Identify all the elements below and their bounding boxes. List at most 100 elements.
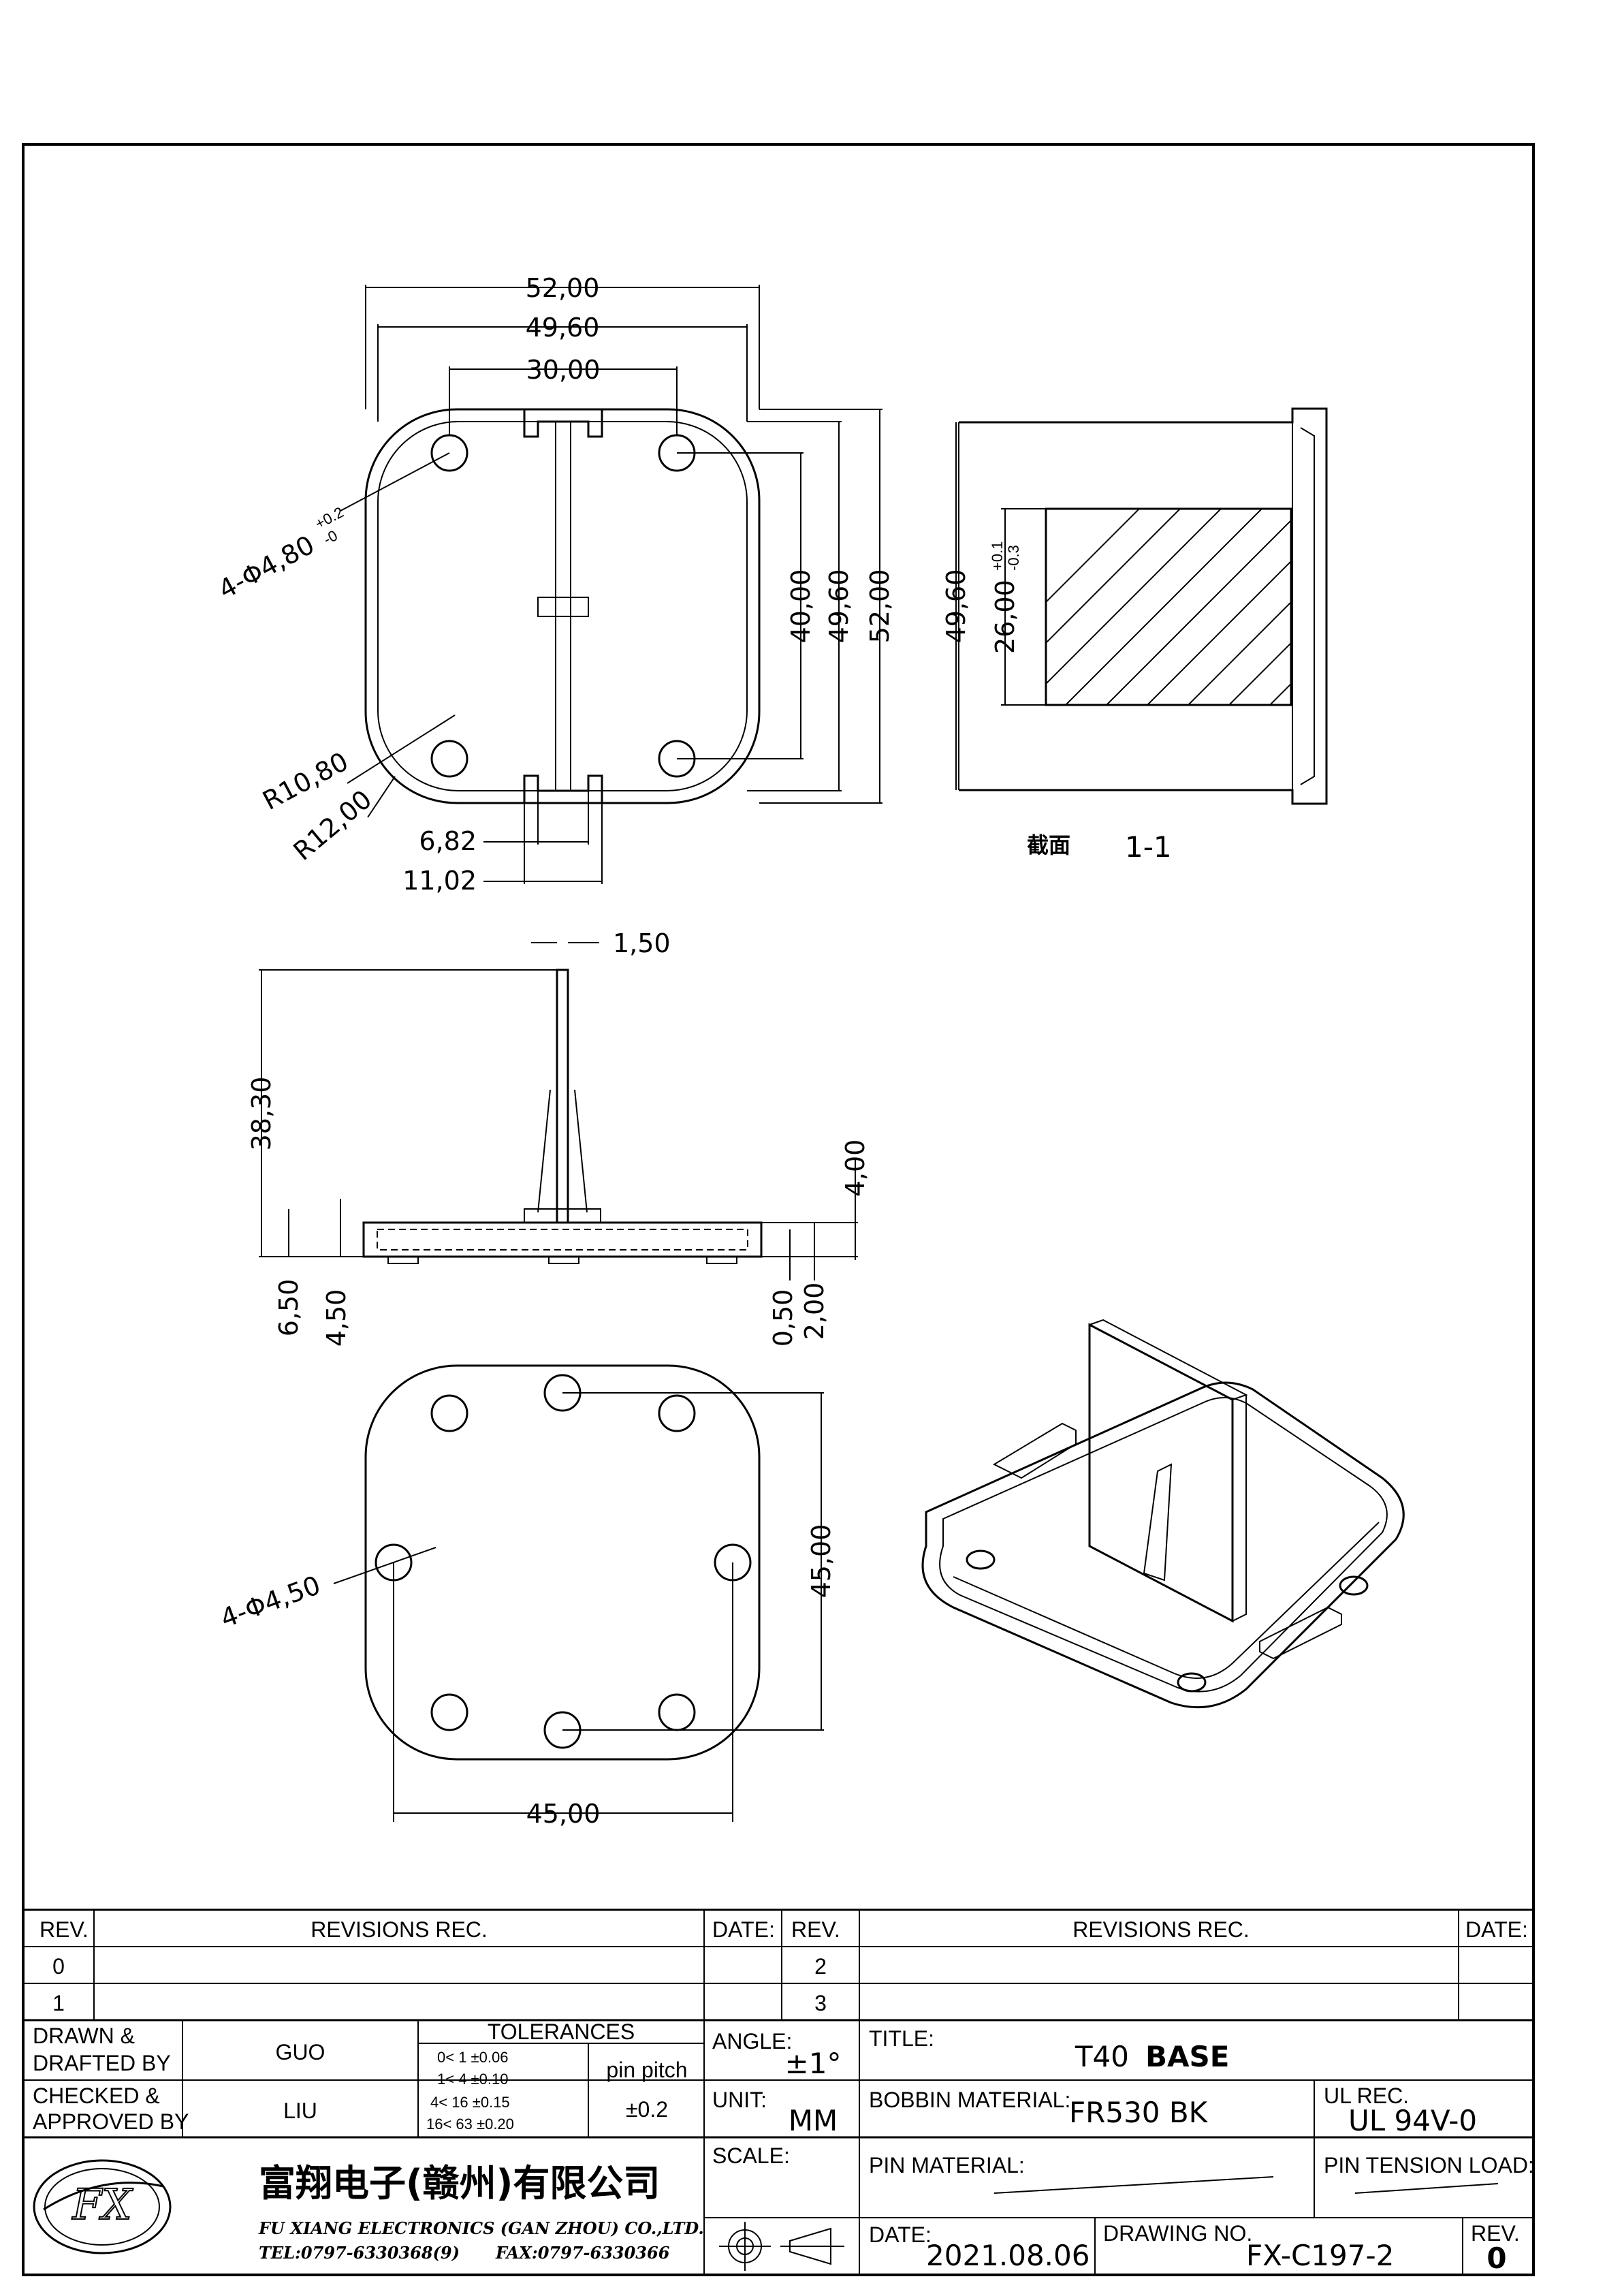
dim-width-outer: 52,00	[526, 273, 600, 303]
dim-d3: 0,50	[768, 1289, 798, 1347]
section-label: 1-1	[1125, 830, 1172, 864]
rev-header-right: REV.	[791, 1917, 840, 1942]
dim-slot-inner: 6,82	[419, 826, 477, 856]
outline-outer	[364, 408, 761, 804]
outline-inner	[377, 421, 748, 791]
bobbin-material-label: BOBBIN MATERIAL:	[869, 2088, 1070, 2112]
ul-rec-label: UL REC.	[1324, 2083, 1409, 2108]
unit-value: MM	[789, 2104, 838, 2137]
rev-row: 2	[814, 1954, 827, 1979]
dim-core-tol-plus: +0.1	[989, 541, 1006, 571]
angle-label: ANGLE:	[712, 2029, 792, 2054]
iso-outer	[921, 1381, 1405, 1709]
dim-section-height: 49,60	[941, 569, 971, 644]
dim-height-pitch: 40,00	[786, 569, 816, 644]
tol-row: 16< 63 ±0.20	[426, 2116, 514, 2133]
date-label: DATE:	[869, 2222, 932, 2247]
title-label: TITLE:	[869, 2026, 934, 2051]
title-value: T40	[1075, 2040, 1129, 2073]
fax: FAX:0797-6330366	[495, 2243, 670, 2263]
center-tab	[537, 597, 589, 617]
core-section	[1045, 507, 1292, 706]
dim-hole-spec: 4-Φ4,80	[214, 530, 319, 605]
drawn-by: GUO	[276, 2040, 325, 2064]
dim-slot-outer: 11,02	[402, 866, 477, 896]
dim-base-h: 4,00	[840, 1139, 870, 1197]
rev-value: 0	[1486, 2242, 1506, 2275]
slot-side	[524, 1208, 601, 1223]
dim-pitch-h: 45,00	[526, 1799, 601, 1829]
revisions-header-right: REVISIONS REC.	[1072, 1917, 1250, 1942]
bobbin-material: FR530 BK	[1069, 2096, 1209, 2129]
projection-symbol	[719, 2222, 844, 2271]
section-outline	[959, 407, 1328, 805]
unit-label: UNIT:	[712, 2088, 767, 2112]
ul-rec-value: UL 94V-0	[1348, 2104, 1477, 2137]
dim-core: 26,00	[990, 580, 1020, 654]
dim-core-tol-minus: -0.3	[1005, 545, 1022, 571]
section-view	[955, 407, 1328, 805]
slot-top	[523, 409, 603, 438]
title-block	[22, 1908, 1535, 2276]
checked-label: CHECKED &	[33, 2083, 160, 2108]
company-en: FU XIANG ELECTRONICS (GAN ZHOU) CO.,LTD.	[258, 2218, 704, 2238]
dim-d4: 2,00	[799, 1283, 829, 1340]
dim-hole-pitch: 30,00	[526, 355, 601, 385]
tol-row: 1< 4 ±0.10	[437, 2071, 508, 2088]
company-logo: FX	[33, 2159, 172, 2254]
center-wall-side	[556, 969, 569, 1224]
tel: TEL:0797-6330368(9)	[259, 2243, 460, 2263]
rev-label: REV.	[1471, 2221, 1520, 2246]
bottom-outline	[364, 1364, 761, 1761]
dim-d2: 4,50	[321, 1289, 351, 1347]
pin-pitch-tol: ±0.2	[626, 2097, 668, 2122]
pin-material-label: PIN MATERIAL:	[869, 2153, 1025, 2177]
revisions-header: REVISIONS REC.	[311, 1917, 488, 1942]
side-view	[259, 942, 858, 1280]
tol-row: 0< 1 ±0.06	[437, 2049, 508, 2066]
dim-d1: 6,50	[274, 1279, 304, 1337]
dim-width-inner: 49,60	[526, 313, 600, 343]
dim-side-height: 38,30	[247, 1077, 276, 1151]
rev-header: REV.	[39, 1917, 89, 1942]
logo-text: FX	[71, 2180, 133, 2229]
date-value: 2021.08.06	[926, 2239, 1090, 2272]
slot-bottom	[523, 774, 603, 803]
tol-row: 4< 16 ±0.15	[430, 2094, 510, 2111]
checked-label: APPROVED BY	[33, 2109, 189, 2134]
hatch-pattern	[1046, 509, 1291, 705]
tolerances-header: TOLERANCES	[488, 2019, 635, 2044]
section-label-cn: 截面	[1027, 833, 1070, 858]
base-inner	[377, 1229, 748, 1251]
rev-row: 3	[814, 1991, 827, 2015]
company-cn: 富翔电子(赣州)有限公司	[259, 2162, 660, 2205]
scale-label: SCALE:	[712, 2143, 790, 2168]
hole	[430, 740, 468, 778]
checked-by: LIU	[283, 2098, 317, 2123]
rev-row: 1	[52, 1991, 65, 2015]
title-value-bold: BASE	[1145, 2040, 1229, 2073]
top-view	[340, 285, 882, 884]
sheet-border	[22, 143, 1535, 2276]
dim-height-inner: 49,60	[824, 569, 854, 644]
isometric-view	[921, 1319, 1405, 1709]
pin-pitch-label: pin pitch	[606, 2058, 687, 2082]
drawn-label: DRAFTED BY	[33, 2051, 171, 2075]
date-header-right: DATE:	[1465, 1917, 1528, 1942]
dim-bottom-hole-spec: 4-Φ4,50	[217, 1570, 324, 1633]
drawing-no: FX-C197-2	[1246, 2239, 1394, 2272]
base-plate	[362, 1221, 763, 1258]
drawn-label: DRAWN &	[33, 2024, 135, 2048]
dim-pitch-v: 45,00	[806, 1524, 836, 1599]
iso-wall	[1088, 1323, 1234, 1623]
drawing-no-label: DRAWING NO.	[1103, 2221, 1252, 2246]
dim-pin-width: 1,50	[613, 928, 671, 958]
angle-value: ±1°	[785, 2047, 842, 2080]
bottom-view	[333, 1364, 824, 1822]
rev-row: 0	[52, 1954, 65, 1979]
center-wall	[555, 421, 571, 791]
date-header: DATE:	[712, 1917, 775, 1942]
dim-height-outer: 52,00	[865, 569, 895, 644]
pin-tension-label: PIN TENSION LOAD:	[1324, 2153, 1534, 2177]
